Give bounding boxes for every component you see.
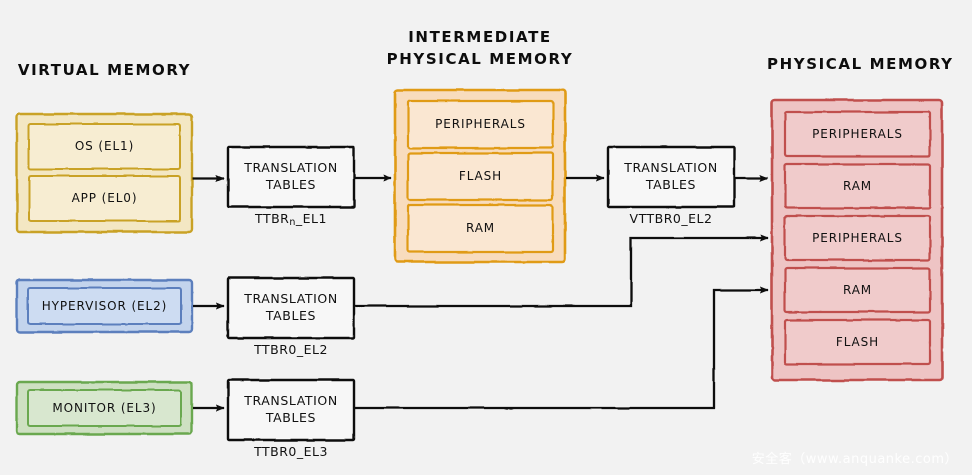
physical-memory-item-peripherals-1 <box>783 110 932 158</box>
hypervisor-inner <box>27 287 182 325</box>
translation-table-box-ttbr0-el2 <box>226 276 356 340</box>
translation-table-box-vttbr0-el2 <box>606 145 736 209</box>
translation-tables-group <box>226 145 736 442</box>
physical-memory-item-ram-2 <box>783 266 932 314</box>
watermark: 安全客（www.anquanke.com） <box>751 452 958 467</box>
monitor-group <box>15 380 194 436</box>
physical-memory-item-peripherals-2 <box>783 214 932 262</box>
ipa-item-ram <box>406 203 555 254</box>
virtual-memory-item-app <box>28 175 181 222</box>
arrow-tt4-to-physical-ram2 <box>355 286 769 410</box>
connectors-group <box>193 174 769 412</box>
virtual-memory-item-os <box>28 123 181 170</box>
ipa-item-flash <box>406 151 555 202</box>
arrow-tt3-to-physical-peripherals2 <box>355 234 769 308</box>
physical-memory-item-ram-1 <box>783 162 932 210</box>
translation-table-box-ttbrn-el1 <box>226 145 356 209</box>
virtual-memory-group <box>15 112 194 234</box>
ipa-item-peripherals <box>406 99 555 150</box>
physical-memory-item-flash <box>783 318 932 366</box>
intermediate-physical-memory-group <box>393 88 567 264</box>
monitor-inner <box>27 389 182 427</box>
translation-table-box-ttbr0-el3 <box>226 378 356 442</box>
physical-memory-group <box>770 98 944 382</box>
hypervisor-group <box>15 278 194 334</box>
